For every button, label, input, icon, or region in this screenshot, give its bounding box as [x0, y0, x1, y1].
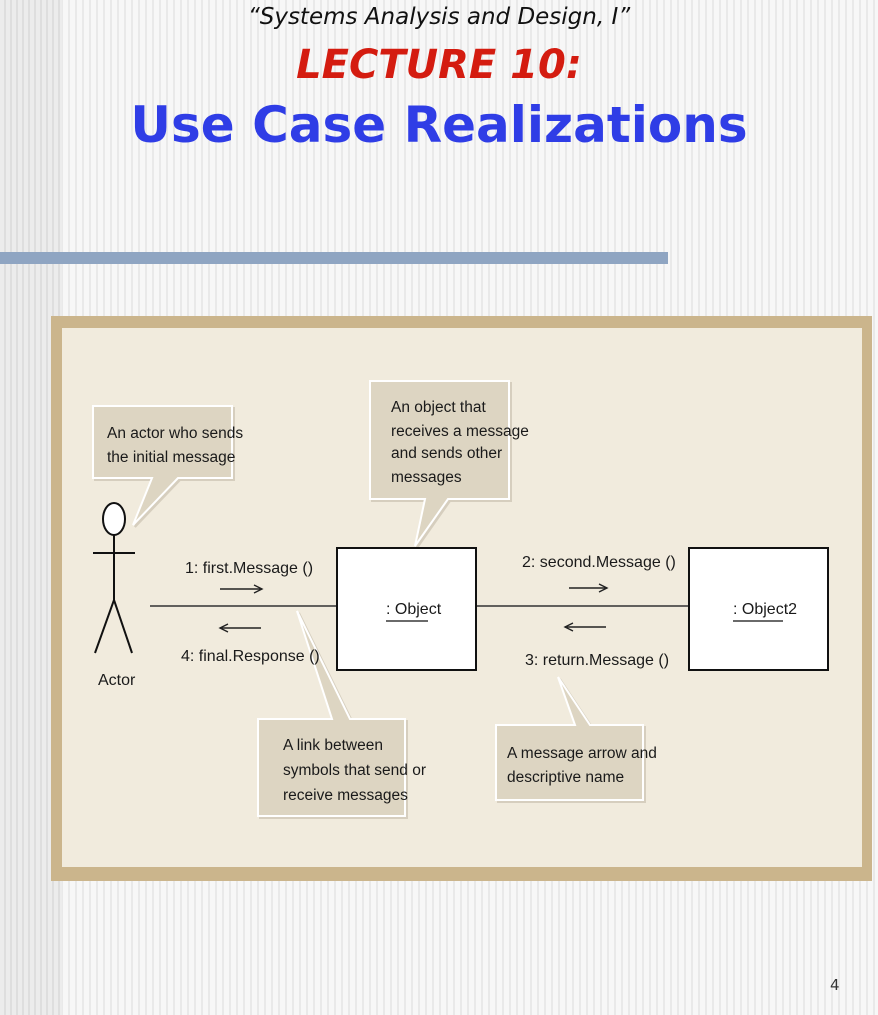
callout-link-line-2: symbols that send or	[283, 762, 426, 779]
callout-link-line-1: A link between	[283, 737, 383, 754]
object-label: : Object	[386, 601, 442, 618]
callout-message-arrow-line-2: descriptive name	[507, 769, 624, 786]
callout-link-line-3: receive messages	[283, 787, 408, 804]
callout-message-arrow-line-1: A message arrow and	[507, 745, 657, 762]
title-divider	[0, 252, 668, 264]
lecture-number: LECTURE 10:	[296, 42, 582, 88]
message-4-label: 4: final.Response ()	[181, 648, 320, 665]
callout-object-line-4: messages	[391, 469, 462, 486]
message-2-arrow	[569, 583, 609, 593]
callout-actor-line-2: the initial message	[107, 449, 235, 466]
message-4-arrow	[218, 623, 261, 633]
callout-actor-line-1: An actor who sends	[107, 425, 243, 442]
slide-title: Use Case Realizations	[130, 96, 748, 154]
actor-figure	[93, 502, 135, 654]
callout-link: A link between symbols that send or rece…	[257, 610, 426, 817]
callout-object-line-1: An object that	[391, 399, 486, 416]
actor-label: Actor	[98, 672, 136, 689]
callout-object-line-2: receives a message	[391, 423, 529, 440]
message-3-label: 3: return.Message ()	[525, 652, 669, 669]
object2-box	[688, 547, 829, 671]
message-1-label: 1: first.Message ()	[185, 560, 313, 577]
message-3-arrow	[563, 622, 606, 632]
callout-message-arrow: A message arrow and descriptive name	[495, 676, 657, 801]
callout-actor: An actor who sends the initial message	[92, 405, 243, 526]
object-box	[336, 547, 477, 671]
page-number: 4	[830, 976, 840, 994]
callout-object-line-3: and sends other	[391, 445, 502, 462]
message-1-arrow	[220, 584, 264, 594]
message-2-label: 2: second.Message ()	[522, 554, 676, 571]
callout-object: An object that receives a message and se…	[369, 380, 529, 547]
object2-label: : Object2	[733, 601, 797, 618]
course-name: “Systems Analysis and Design, I”	[247, 4, 631, 30]
